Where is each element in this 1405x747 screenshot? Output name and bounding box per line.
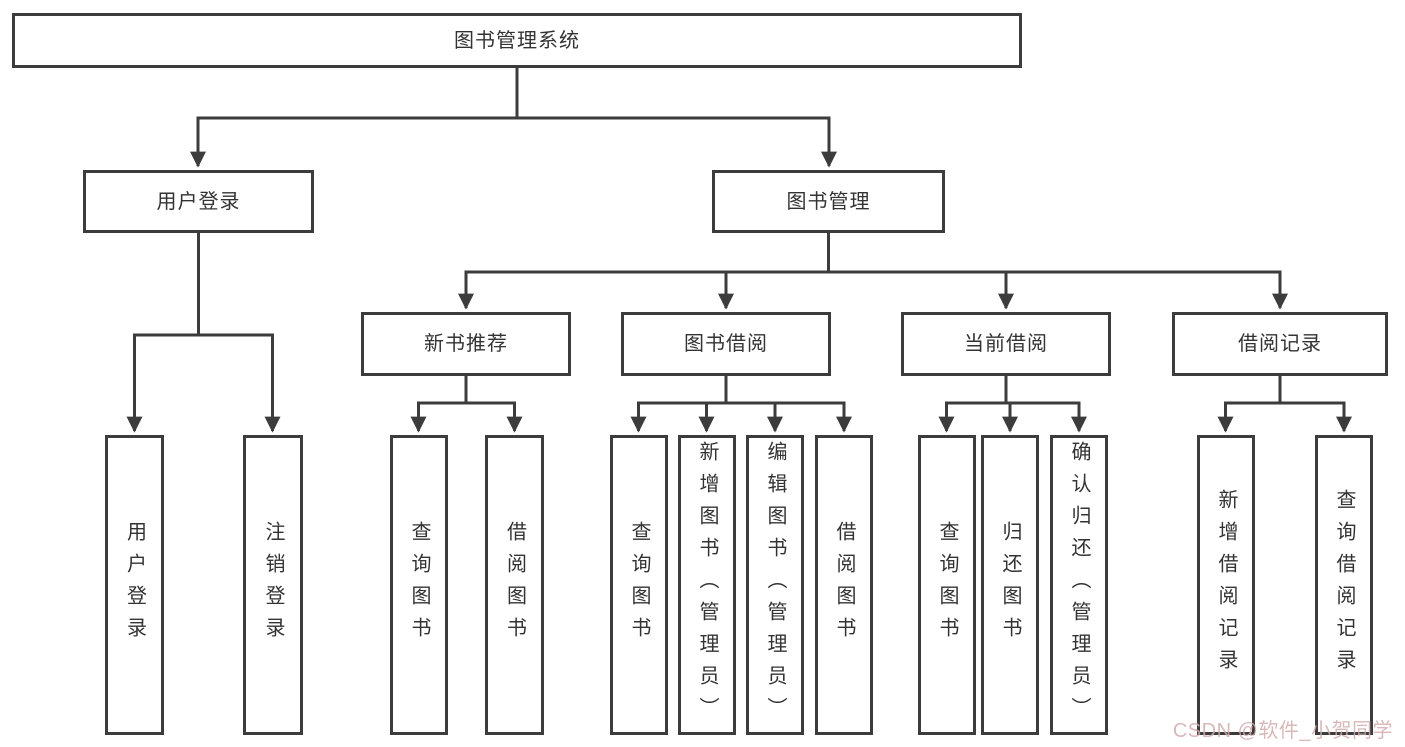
leaf-query-books-recommend: 查询图书 <box>390 435 448 735</box>
node-label: 新增图书（管理员） <box>696 441 718 729</box>
leaf-query-books-current: 查询图书 <box>918 435 976 735</box>
leaf-add-books-admin: 新增图书（管理员） <box>678 435 736 735</box>
node-label: 新增借阅记录 <box>1215 489 1237 681</box>
leaf-user-login: 用户登录 <box>105 435 164 735</box>
node-current-borrowing: 当前借阅 <box>901 312 1111 376</box>
node-new-book-recommendation: 新书推荐 <box>361 312 571 376</box>
node-label: 编辑图书（管理员） <box>764 441 786 729</box>
node-label: 借阅图书 <box>503 521 526 649</box>
node-label: 用户登录 <box>156 190 241 213</box>
node-label: 确认归还（管理员） <box>1068 441 1090 729</box>
node-borrowing-records: 借阅记录 <box>1172 312 1388 376</box>
node-label: 图书管理 <box>786 190 871 213</box>
node-label: 用户登录 <box>123 521 146 649</box>
node-label: 借阅记录 <box>1238 333 1322 355</box>
leaf-logout: 注销登录 <box>243 435 303 735</box>
node-user-login-branch: 用户登录 <box>83 170 314 233</box>
connector-rails <box>133 68 1346 405</box>
leaf-borrow-books-recommend: 借阅图书 <box>485 435 544 735</box>
node-label: 查询图书 <box>628 521 650 649</box>
node-system-root: 图书管理系统 <box>12 13 1022 68</box>
node-label: 借阅图书 <box>833 521 855 649</box>
leaf-borrow-books-borrowing: 借阅图书 <box>815 435 873 735</box>
csdn-watermark: CSDN @软件_小贺同学 <box>1172 720 1393 742</box>
node-label: 当前借阅 <box>964 333 1048 355</box>
node-book-management-branch: 图书管理 <box>712 170 945 233</box>
node-label: 归还图书 <box>999 521 1021 649</box>
node-label: 图书管理系统 <box>454 29 580 52</box>
leaf-query-books-borrowing: 查询图书 <box>610 435 668 735</box>
node-label: 查询图书 <box>408 521 430 649</box>
leaf-edit-books-admin: 编辑图书（管理员） <box>746 435 804 735</box>
leaf-query-borrow-record: 查询借阅记录 <box>1315 435 1373 735</box>
leaf-confirm-return-admin: 确认归还（管理员） <box>1050 435 1108 735</box>
node-label: 注销登录 <box>262 521 284 649</box>
node-label: 图书借阅 <box>684 333 768 355</box>
leaf-add-borrow-record: 新增借阅记录 <box>1197 435 1255 735</box>
node-label: 查询图书 <box>936 521 958 649</box>
node-label: 查询借阅记录 <box>1333 489 1355 681</box>
leaf-return-books: 归还图书 <box>981 435 1039 735</box>
node-book-borrowing: 图书借阅 <box>621 312 831 376</box>
node-label: 新书推荐 <box>424 333 508 355</box>
